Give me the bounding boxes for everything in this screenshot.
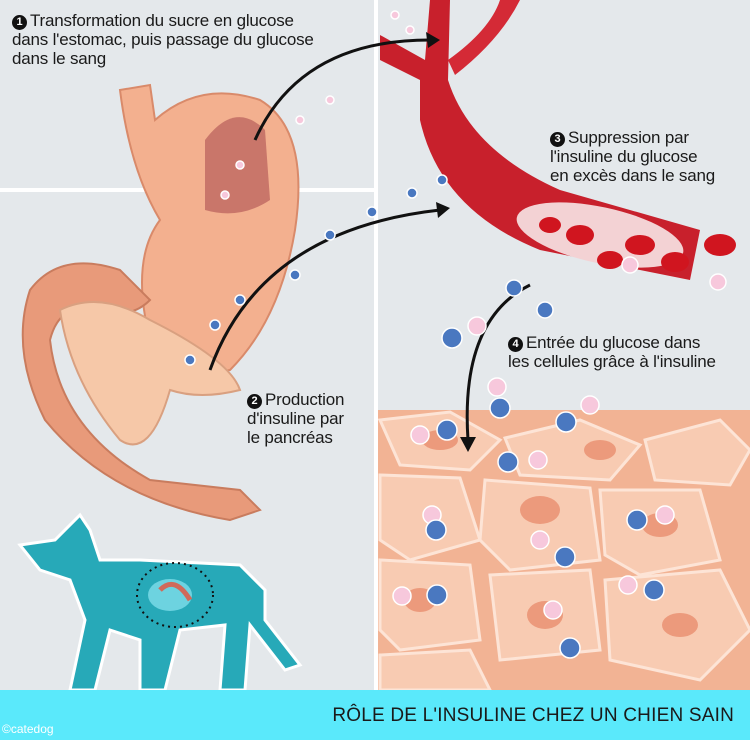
step-3-line-2: l'insuline du glucose <box>550 147 698 166</box>
pancreas <box>21 262 262 522</box>
footer-band <box>0 690 750 740</box>
step-3-line-1: Suppression par <box>568 128 689 147</box>
blood-vessel <box>380 0 736 280</box>
skin-cells <box>377 410 750 692</box>
stomach <box>118 83 300 373</box>
insulin-molecules <box>184 174 665 659</box>
dog-silhouette <box>17 512 303 692</box>
step-1-line-1: Transformation du sucre en glucose <box>30 11 294 30</box>
step-1-line-2: dans l'estomac, puis passage du glucose <box>12 30 314 49</box>
step-2-line-2: d'insuline par <box>247 409 344 428</box>
step-2-line-3: le pancréas <box>247 428 333 447</box>
copyright: ©catedog <box>2 722 54 736</box>
step-1-line-3: dans le sang <box>12 49 107 68</box>
step-3-number: 3 <box>550 132 565 147</box>
glucose-molecules <box>220 10 727 620</box>
step-3-line-3: en excès dans le sang <box>550 166 715 185</box>
step-2-line-1: Production <box>265 390 345 409</box>
step-2-number: 2 <box>247 394 262 409</box>
step-4-number: 4 <box>508 337 523 352</box>
step-4-line-2: les cellules grâce à l'insuline <box>508 352 716 371</box>
step-4-line-1: Entrée du glucose dans <box>526 333 701 352</box>
infographic-title: RÔLE DE L'INSULINE CHEZ UN CHIEN SAIN <box>332 705 734 726</box>
step-1-number: 1 <box>12 15 27 30</box>
